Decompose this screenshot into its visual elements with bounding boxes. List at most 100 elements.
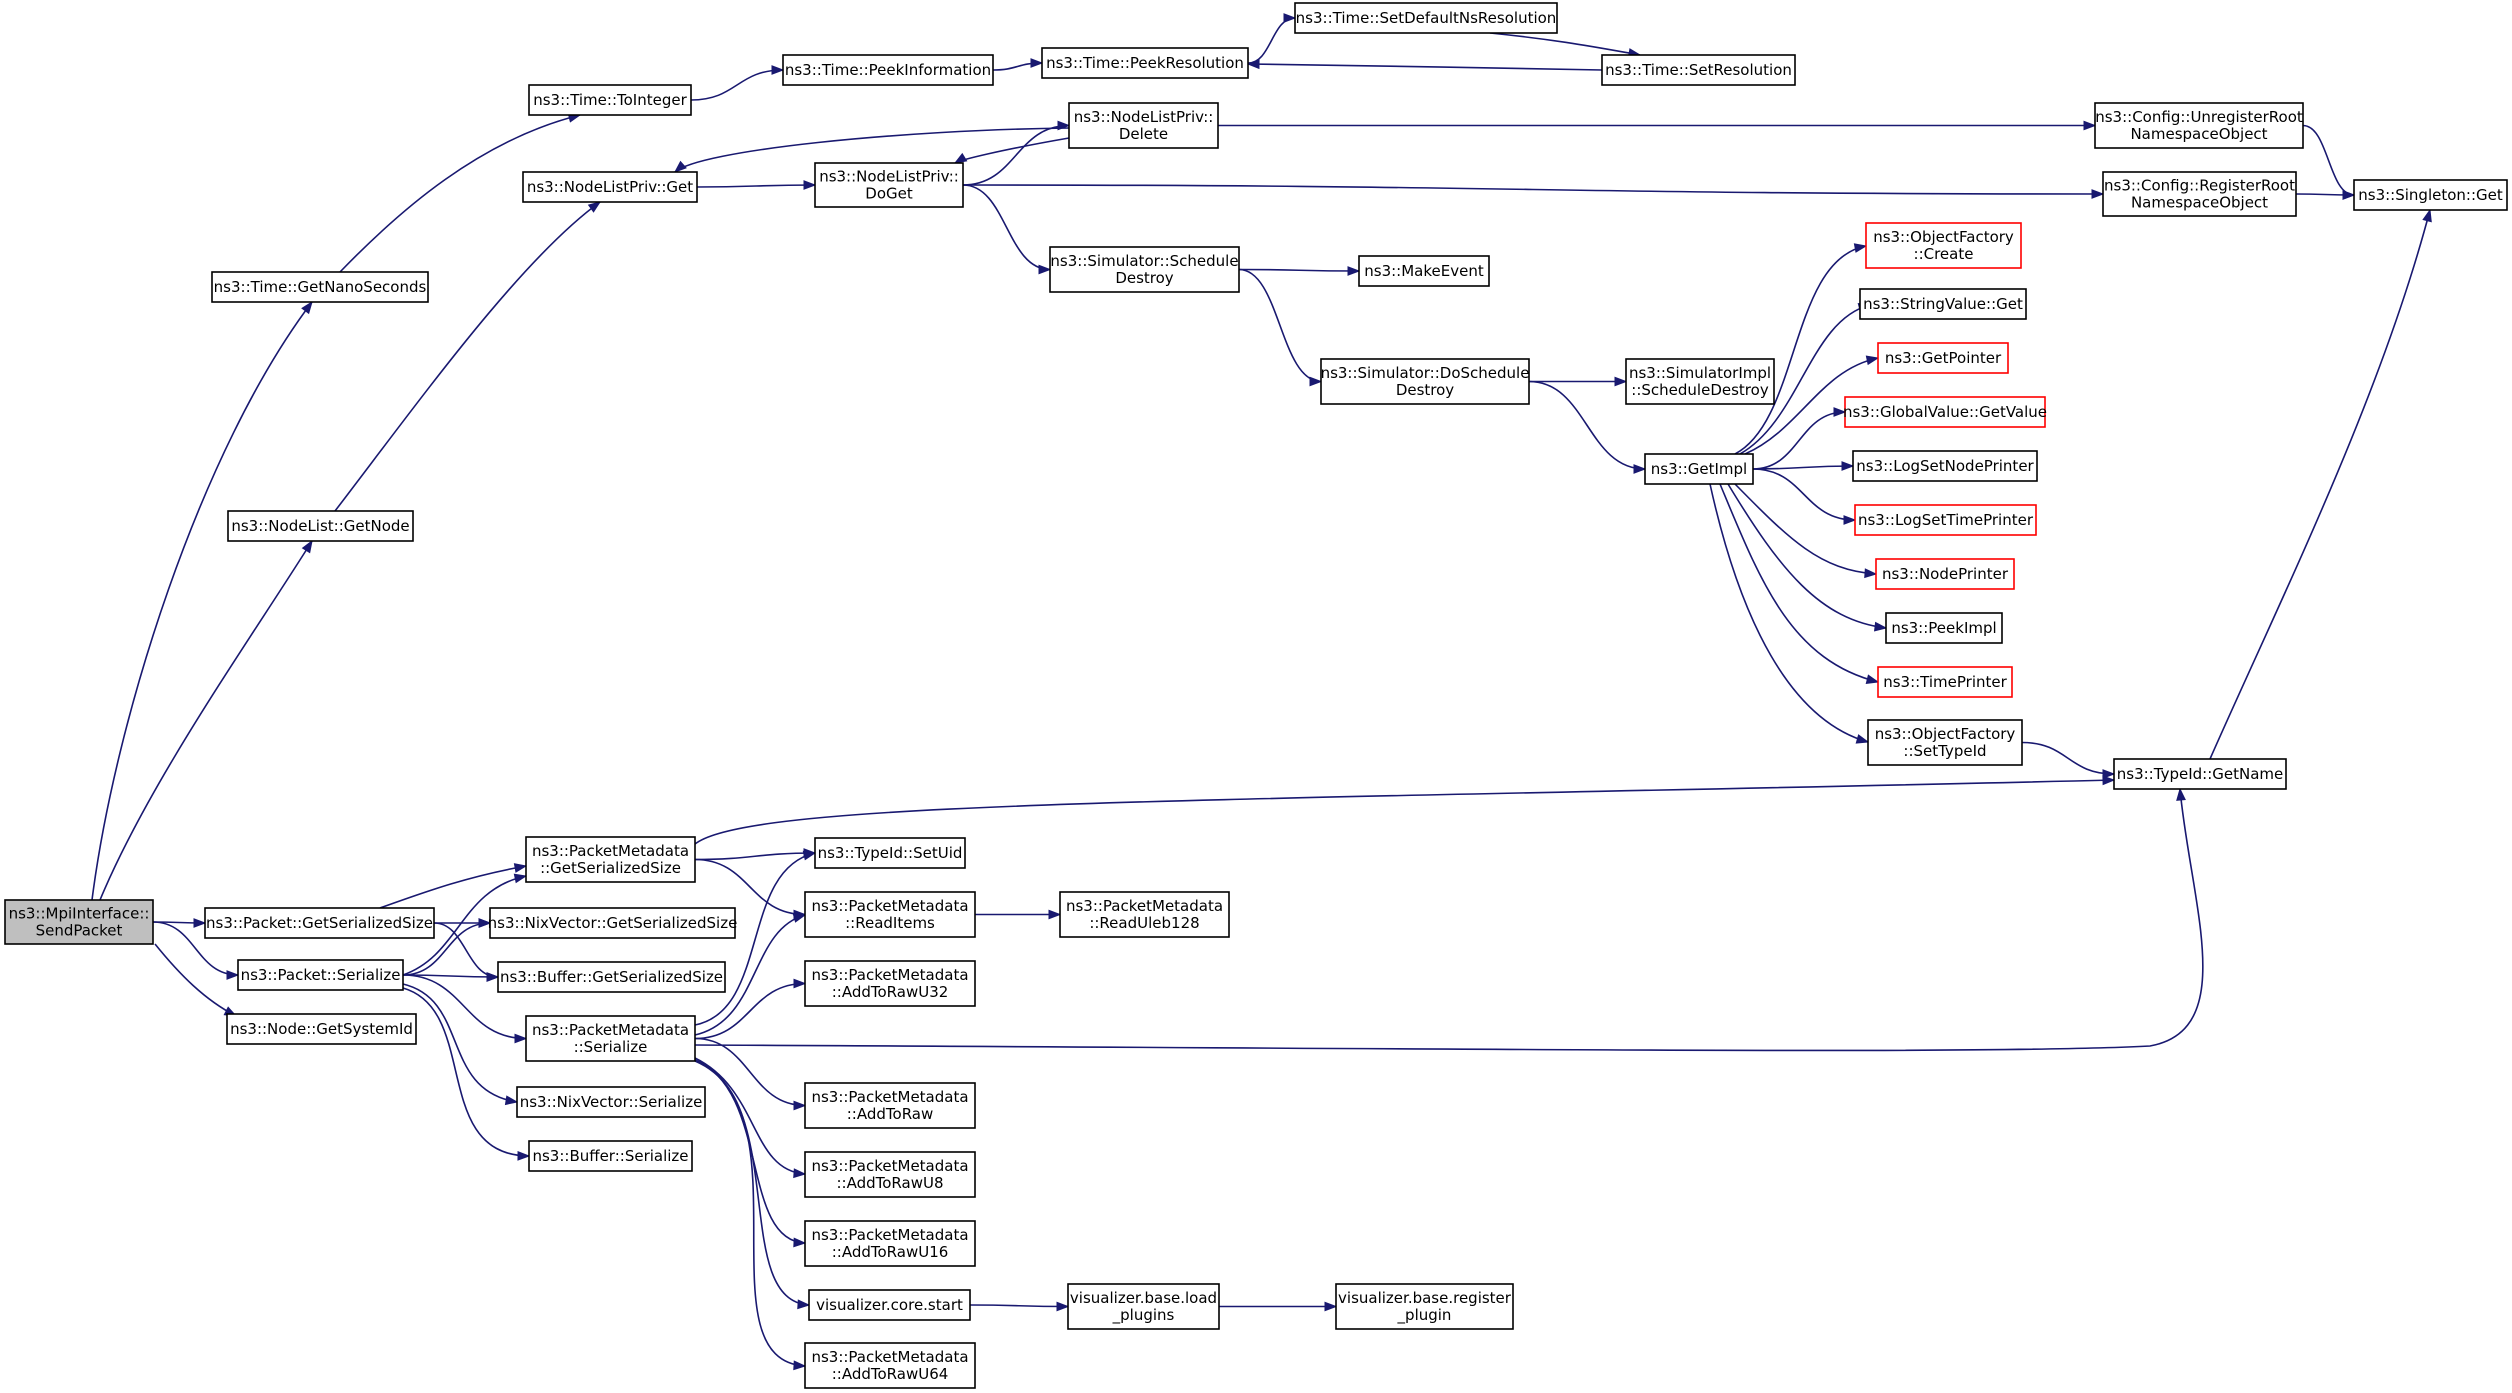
edge-arrowhead	[193, 918, 207, 928]
node-pkt-ser[interactable]: ns3::Packet::Serialize	[237, 959, 404, 991]
node-log-set-node-printer[interactable]: ns3::LogSetNodePrinter	[1852, 450, 2038, 482]
node-nix-getser[interactable]: ns3::NixVector::GetSerializedSize	[488, 907, 738, 939]
edge-pm_readitems-to-pm_readuleb	[975, 909, 1062, 920]
node-label: ns3::Buffer::GetSerializedSize	[500, 968, 723, 986]
node-box	[1877, 342, 2009, 374]
edge-pm_getser-to-typeid_setuid	[694, 848, 817, 861]
node-of-create[interactable]: ns3::ObjectFactory::Create	[1865, 222, 2022, 269]
edge-arrowhead	[486, 972, 500, 982]
edge-arrowhead	[803, 180, 817, 190]
edge-arrowhead	[1038, 264, 1052, 275]
node-sim-schedule-destroy[interactable]: ns3::Simulator::ScheduleDestroy	[1049, 246, 1240, 293]
node-nlp-delete[interactable]: ns3::NodeListPriv::Delete	[1068, 102, 1219, 149]
node-box	[237, 959, 404, 991]
node-typeid-setuid[interactable]: ns3::TypeId::SetUid	[814, 837, 966, 869]
node-box	[804, 1342, 976, 1389]
node-nlp-get[interactable]: ns3::NodeListPriv::Get	[522, 171, 698, 203]
node-singleton-get[interactable]: ns3::Singleton::Get	[2353, 179, 2508, 211]
node-nlp-doget[interactable]: ns3::NodeListPriv::DoGet	[814, 162, 964, 208]
edge-line	[962, 184, 1051, 271]
nodes-layer: ns3::MpiInterface::SendPacket ns3::Time::…	[4, 2, 2508, 1389]
node-nodelist-getnode[interactable]: ns3::NodeList::GetNode	[227, 510, 414, 542]
node-nix-ser[interactable]: ns3::NixVector::Serialize	[516, 1086, 706, 1118]
node-pm-addtorawu32[interactable]: ns3::PacketMetadata::AddToRawU32	[804, 960, 976, 1007]
node-time-setres[interactable]: ns3::Time::SetResolution	[1601, 54, 1796, 86]
node-typeid-getname[interactable]: ns3::TypeId::GetName	[2113, 758, 2287, 790]
node-box	[211, 271, 429, 303]
node-stringvalue-get[interactable]: ns3::StringValue::Get	[1859, 288, 2027, 320]
node-pm-addtorawu64[interactable]: ns3::PacketMetadata::AddToRawU64	[804, 1342, 976, 1389]
node-time-setdefault[interactable]: ns3::Time::SetDefaultNsResolution	[1294, 2, 1558, 34]
node-pkt-getser[interactable]: ns3::Packet::GetSerializedSize	[204, 907, 435, 939]
node-node-getsys[interactable]: ns3::Node::GetSystemId	[226, 1013, 417, 1045]
node-pm-addtorawu16[interactable]: ns3::PacketMetadata::AddToRawU16	[804, 1220, 976, 1267]
node-label: ns3::PacketMetadata	[811, 1088, 968, 1106]
node-globalvalue-get[interactable]: ns3::GlobalValue::GetValue	[1843, 396, 2047, 428]
edge-line	[690, 69, 784, 101]
node-time-printer[interactable]: ns3::TimePrinter	[1877, 666, 2013, 698]
node-pm-readuleb[interactable]: ns3::PacketMetadata::ReadUleb128	[1059, 891, 1230, 938]
node-time-getnano[interactable]: ns3::Time::GetNanoSeconds	[211, 271, 429, 303]
edge-line	[402, 987, 530, 1157]
edge-arrowhead	[2091, 189, 2105, 199]
edge-nodelist_getnode-to-nlp_get	[334, 201, 602, 512]
node-box	[226, 1013, 417, 1045]
node-cfg-unreg[interactable]: ns3::Config::UnregisterRootNamespaceObje…	[2094, 102, 2304, 149]
node-box	[1320, 358, 1530, 405]
node-get-impl[interactable]: ns3::GetImpl	[1644, 453, 1754, 485]
node-label: ns3::GlobalValue::GetValue	[1843, 403, 2047, 421]
node-box	[1059, 891, 1230, 938]
node-label: ns3::GetImpl	[1651, 460, 1747, 478]
edge-line	[154, 943, 237, 1017]
node-pm-ser[interactable]: ns3::PacketMetadata::Serialize	[525, 1015, 696, 1062]
node-box	[2113, 758, 2287, 790]
node-time-peekres[interactable]: ns3::Time::PeekResolution	[1041, 47, 1249, 79]
node-label: ns3::PacketMetadata	[532, 1021, 689, 1039]
node-make-event[interactable]: ns3::MakeEvent	[1358, 255, 1490, 287]
edge-line	[674, 127, 1070, 173]
edge-arrowhead	[1056, 1301, 1070, 1312]
edge-arrowhead	[1853, 243, 1868, 253]
edge-get_impl-to-time_printer	[1719, 483, 1880, 684]
edge-arrowhead	[2083, 120, 2097, 131]
edge-arrowhead	[2342, 190, 2356, 200]
node-box	[782, 54, 994, 86]
node-label: ns3::Time::GetNanoSeconds	[214, 278, 427, 296]
node-vis-register-plugin[interactable]: visualizer.base.register_plugin	[1335, 1283, 1514, 1330]
edge-pkt_ser-to-buf_ser	[402, 987, 531, 1161]
edge-line	[694, 982, 806, 1040]
node-of-settypeid[interactable]: ns3::ObjectFactory::SetTypeId	[1867, 719, 2023, 766]
node-label: ::AddToRaw	[847, 1105, 934, 1123]
node-box	[1852, 450, 2038, 482]
node-pm-addtorawu8[interactable]: ns3::PacketMetadata::AddToRawU8	[804, 1151, 976, 1198]
node-time-peekinfo[interactable]: ns3::Time::PeekInformation	[782, 54, 994, 86]
node-pm-getser[interactable]: ns3::PacketMetadata::GetSerializedSize	[525, 836, 696, 883]
edge-pm_ser-to-pm_addtorawu64	[694, 1060, 807, 1371]
node-label: ::ReadUleb128	[1089, 914, 1199, 932]
node-get-pointer[interactable]: ns3::GetPointer	[1877, 342, 2009, 374]
edge-pkt_ser-to-buf_getser	[402, 972, 500, 982]
node-peek-impl[interactable]: ns3::PeekImpl	[1885, 612, 2003, 644]
node-pm-addtoraw[interactable]: ns3::PacketMetadata::AddToRaw	[804, 1082, 976, 1129]
node-label: ::ReadItems	[845, 914, 935, 932]
node-pm-readitems[interactable]: ns3::PacketMetadata::ReadItems	[804, 891, 976, 938]
node-simimpl-schedule-destroy[interactable]: ns3::SimulatorImpl::ScheduleDestroy	[1625, 358, 1775, 405]
node-label: ns3::MpiInterface::	[9, 905, 150, 923]
node-label: ns3::NixVector::GetSerializedSize	[488, 914, 738, 932]
edge-pm_ser-to-pm_addtorawu8	[694, 1057, 807, 1179]
edge-arrowhead	[2102, 769, 2116, 779]
node-buf-getser[interactable]: ns3::Buffer::GetSerializedSize	[497, 961, 726, 993]
node-buf-ser[interactable]: ns3::Buffer::Serialize	[528, 1140, 693, 1172]
node-vis-load-plugins[interactable]: visualizer.base.load_plugins	[1067, 1283, 1220, 1330]
node-time-tointeger[interactable]: ns3::Time::ToInteger	[528, 84, 692, 116]
node-node-printer[interactable]: ns3::NodePrinter	[1875, 558, 2015, 590]
edge-of_settypeid-to-typeid_getname	[2021, 741, 2116, 779]
edge-nlp_delete-to-cfg_unreg	[1218, 120, 2097, 131]
node-label: ns3::Packet::Serialize	[241, 966, 401, 984]
node-log-set-time-printer[interactable]: ns3::LogSetTimePrinter	[1854, 504, 2037, 536]
node-vis-core-start[interactable]: visualizer.core.start	[808, 1289, 971, 1321]
node-send-packet[interactable]: ns3::MpiInterface::SendPacket	[4, 899, 154, 945]
edge-arrowhead	[802, 850, 817, 861]
